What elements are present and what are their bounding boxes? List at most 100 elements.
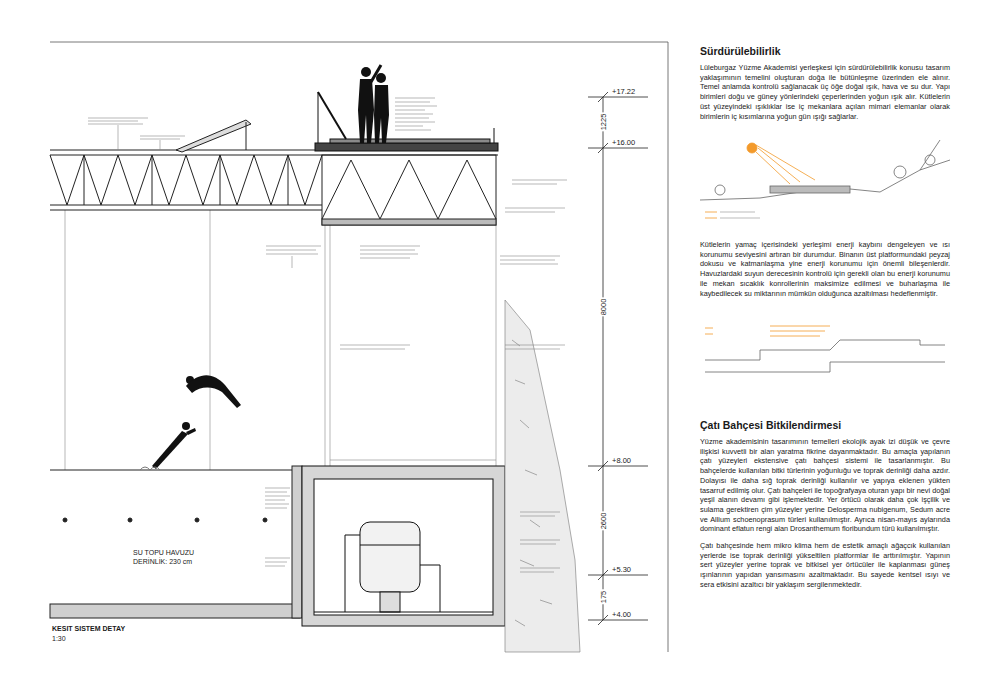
glass-wall [210, 210, 211, 470]
frame [50, 42, 668, 652]
body-text: Yüzme akademisinin tasarımının temelleri… [700, 437, 950, 534]
frame [668, 42, 669, 652]
dimension: 175 [599, 590, 608, 605]
earth [505, 300, 580, 652]
dimension: 8000 [599, 298, 608, 317]
steel-truss [50, 205, 322, 206]
dimension: 2600 [599, 512, 608, 531]
pool [50, 470, 300, 471]
annotation-leader [395, 98, 437, 130]
dimension: 1225 [599, 113, 608, 132]
people-silhouette [358, 79, 374, 143]
section-diagram [705, 326, 945, 372]
sun-diagram [715, 185, 725, 195]
pool [292, 466, 302, 618]
section-heading: Sürdürülebilirlik [700, 45, 950, 58]
diver-silhouette [152, 431, 188, 469]
section-diagram [705, 340, 945, 360]
sun-diagram [920, 140, 940, 170]
section-diagram [705, 328, 713, 334]
machine-room [420, 565, 440, 612]
steel-truss [288, 155, 289, 205]
machine-room [314, 479, 493, 615]
people-silhouette [358, 65, 389, 143]
annotation-leader [360, 246, 420, 258]
skylight [246, 122, 247, 150]
steel-truss [152, 155, 153, 205]
elevation-mark: +4.00 [612, 610, 631, 619]
pool [63, 518, 67, 522]
steel-truss [50, 150, 498, 225]
steel-truss [322, 155, 496, 225]
diver-silhouette [182, 422, 190, 430]
glass-wall [496, 225, 497, 466]
glass-wall [65, 210, 66, 470]
green-roof [315, 92, 498, 151]
machine-room [302, 466, 505, 626]
pool-label: SU TOPU HAVUZU [133, 549, 194, 557]
earth [512, 340, 552, 626]
elevation-mark: +16.00 [612, 138, 635, 147]
steel-truss [322, 219, 496, 225]
steel-truss [50, 210, 322, 211]
green-roof [494, 128, 495, 143]
annotation-leader [88, 118, 148, 150]
annotation-leader [500, 180, 567, 264]
section-diagram [770, 326, 830, 336]
skylight [176, 120, 251, 152]
pool-label: DERİNLİK: 230 cm [133, 558, 192, 566]
sun-diagram [770, 186, 850, 193]
sun-diagram [705, 212, 717, 218]
annotation-leader [88, 98, 567, 572]
pool [128, 518, 132, 522]
green-roof [318, 92, 346, 139]
section-diagram [705, 362, 945, 372]
annotation-leader [140, 136, 185, 150]
pool [50, 466, 302, 618]
pool [50, 604, 300, 618]
glass-wall [330, 460, 496, 461]
people-silhouette [376, 73, 386, 83]
machine-room [345, 535, 360, 612]
sun-diagram [894, 166, 906, 178]
machine-room [380, 592, 400, 612]
elevation-mark: +17.22 [612, 87, 635, 96]
machine-room [360, 545, 420, 546]
diver-silhouette [152, 375, 241, 469]
green-roof [330, 139, 490, 143]
pool [140, 467, 160, 470]
dimension-line [603, 97, 604, 620]
people-silhouette [361, 67, 371, 77]
steel-truss [50, 155, 322, 205]
body-text: Çatı bahçesinde hem mikro klima hem de e… [700, 541, 950, 590]
steel-truss [220, 155, 221, 205]
annotation-leader [266, 246, 321, 268]
pool [195, 518, 199, 522]
machine-room [302, 466, 505, 626]
steel-truss [322, 160, 496, 219]
dimension-line [588, 466, 648, 467]
elevation-mark: +8.00 [612, 456, 631, 465]
annotation-leader [340, 345, 565, 349]
green-roof [318, 92, 319, 143]
machine-room [360, 522, 420, 592]
glass-wall [330, 225, 331, 466]
machine-room [314, 612, 493, 613]
people-silhouette [374, 85, 389, 143]
sun-diagram [756, 145, 815, 184]
diver-silhouette [186, 428, 196, 435]
dimension-line [588, 92, 648, 625]
sun-diagram [720, 212, 760, 218]
diver-silhouette [186, 375, 241, 408]
section-heading: Çatı Bahçesi Bitkilendirmesi [700, 419, 950, 432]
skylight [176, 120, 251, 152]
body-text: Lüleburgaz Yüzme Akademisi yerleşkesi iç… [700, 63, 950, 121]
steel-truss [84, 155, 85, 205]
pool [263, 518, 267, 522]
sun-diagram [700, 160, 950, 200]
frame [50, 42, 668, 43]
earth [505, 300, 580, 652]
dimension-line [588, 620, 648, 621]
annotation-leader [265, 488, 290, 566]
